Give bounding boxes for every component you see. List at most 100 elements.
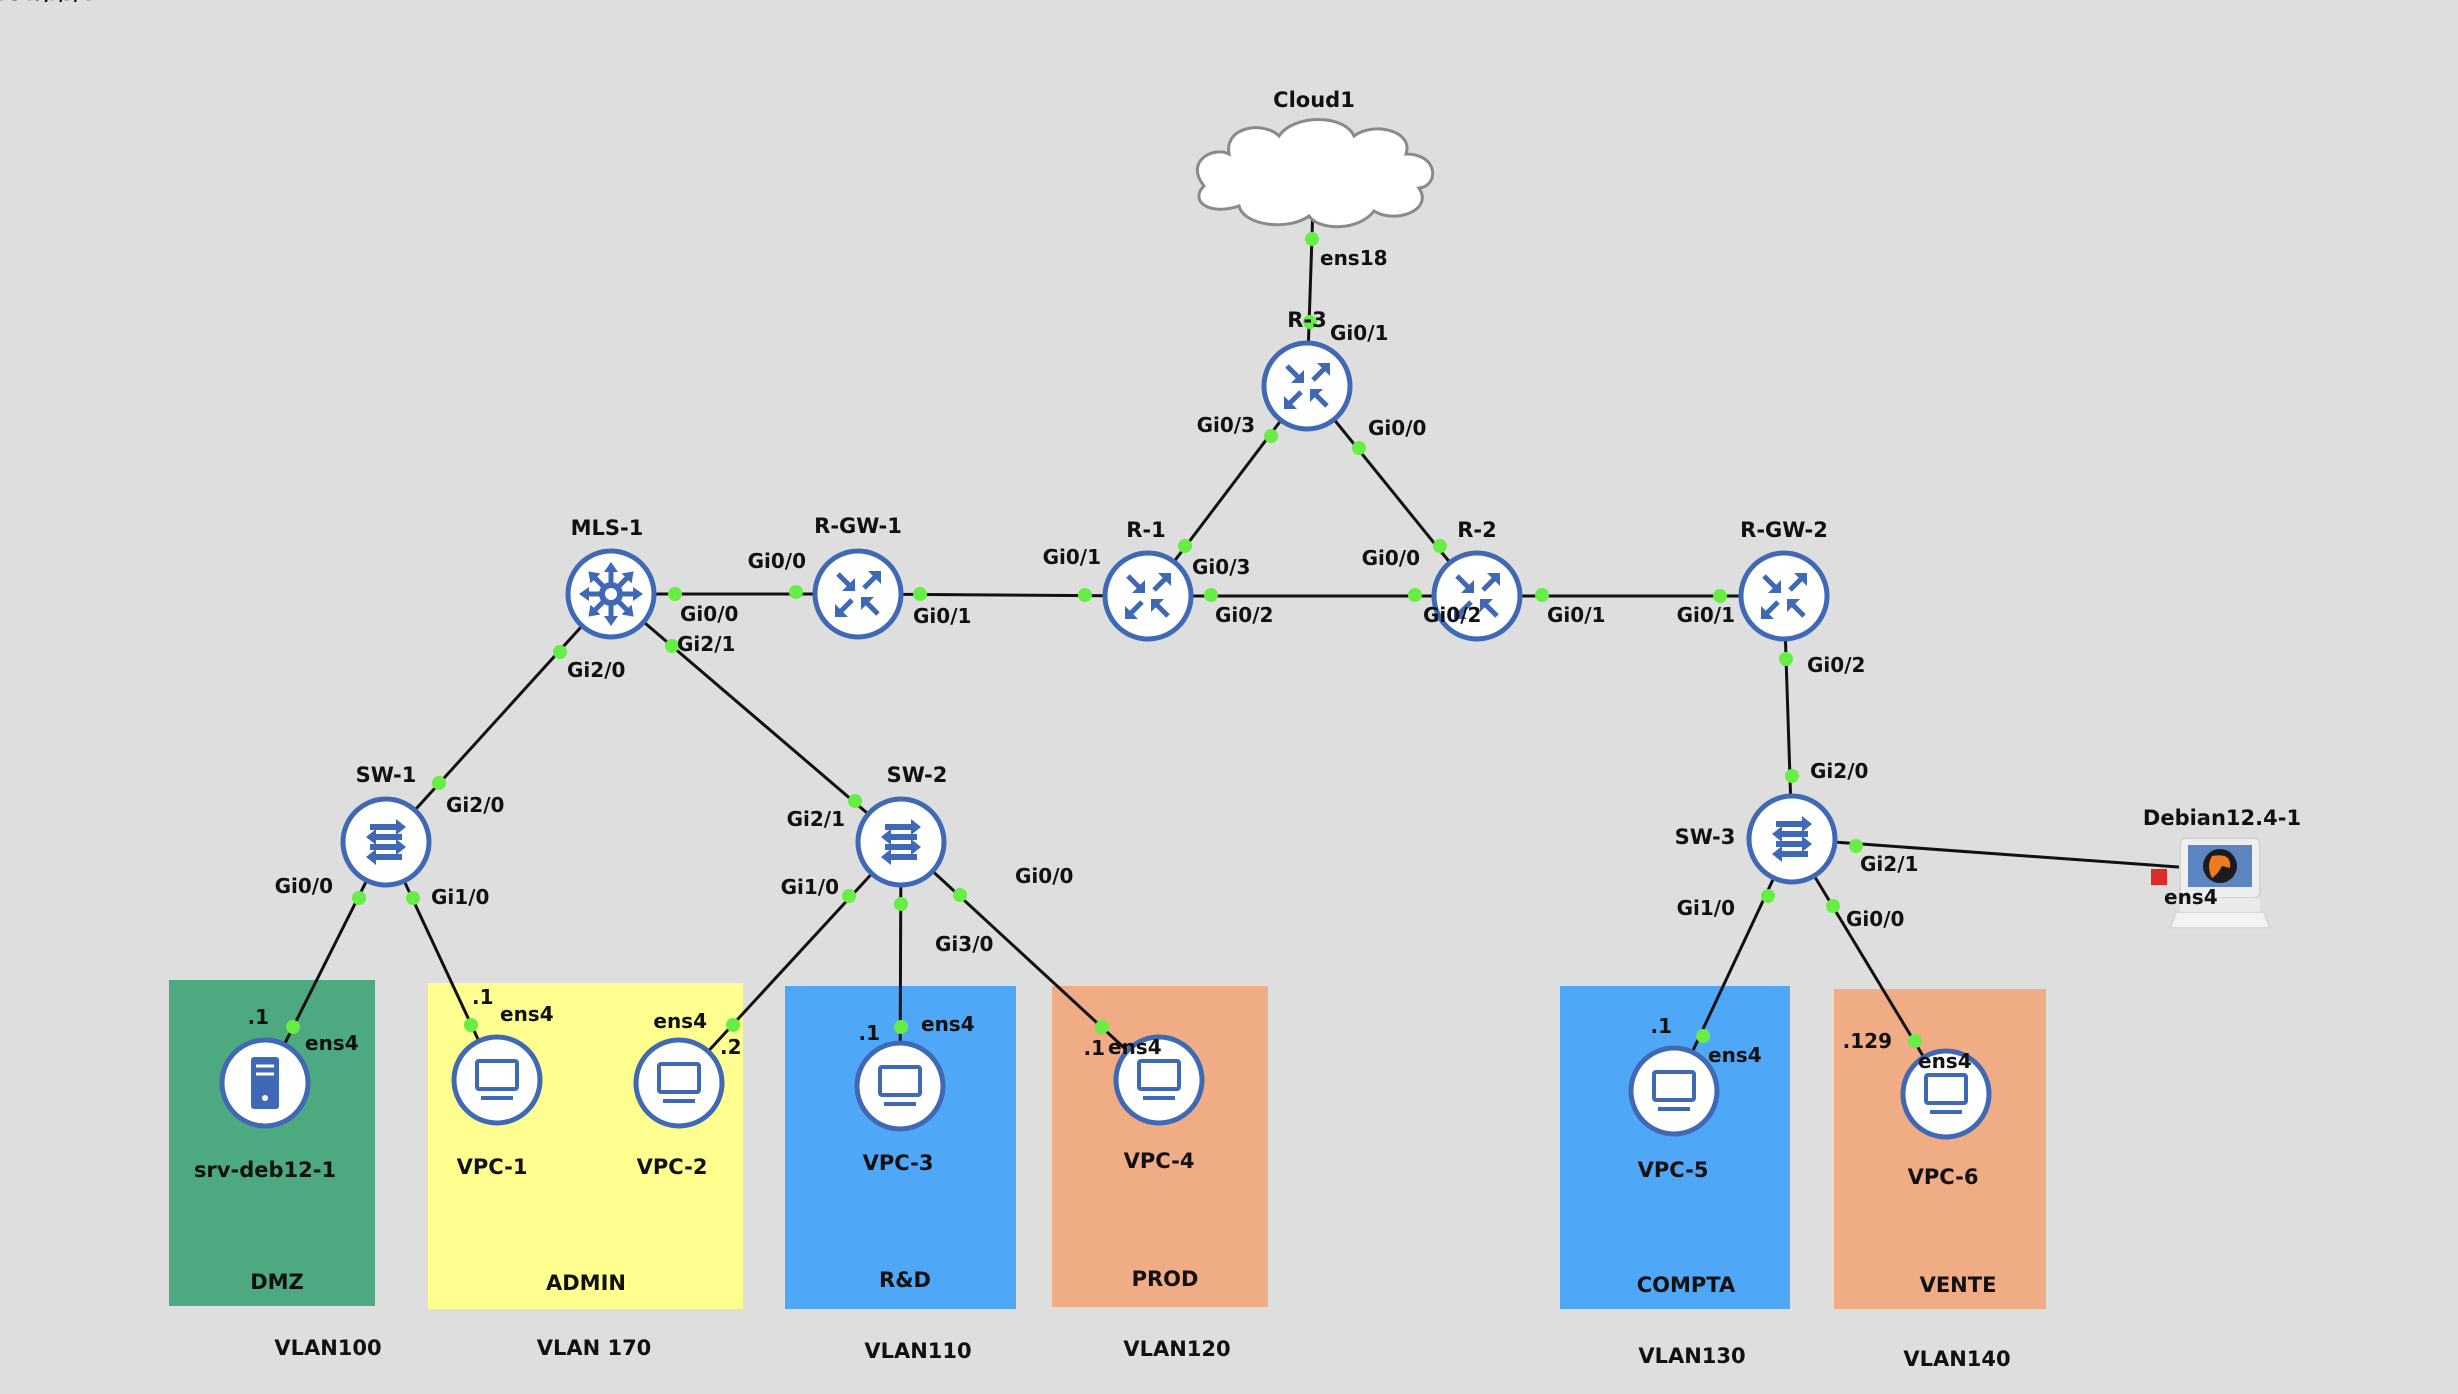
node-srv[interactable] xyxy=(219,1037,311,1129)
port-status-up xyxy=(1095,1020,1109,1034)
zone-subnet: 172.16.2.0/24 xyxy=(0,0,82,5)
port-status-up xyxy=(1713,589,1727,603)
node-vpc2[interactable] xyxy=(633,1037,725,1129)
links-layer xyxy=(263,175,2221,1095)
port-status-up xyxy=(553,645,567,659)
link-line[interactable] xyxy=(857,592,1149,598)
port-status-up xyxy=(668,587,682,601)
router-icon[interactable] xyxy=(1102,550,1194,642)
zone-name: VENTE xyxy=(1920,1273,1997,1297)
node-label: VPC-4 xyxy=(1124,1149,1195,1173)
node-sw2[interactable] xyxy=(855,796,947,888)
zone-name: PROD xyxy=(1132,1267,1199,1291)
node-vpc1[interactable] xyxy=(451,1034,543,1126)
zone-rect[interactable] xyxy=(1560,986,1790,1309)
pc-icon[interactable] xyxy=(1628,1045,1720,1137)
node-mls1[interactable] xyxy=(565,548,657,640)
server-icon[interactable] xyxy=(219,1037,311,1129)
router-icon[interactable] xyxy=(1431,550,1523,642)
switch-icon[interactable] xyxy=(1746,793,1838,885)
port-status-up xyxy=(894,1020,908,1034)
port-label: ens4 xyxy=(2164,885,2218,909)
link-sw3-vpc5[interactable] xyxy=(1672,838,1794,1092)
port-label: Gi0/0 xyxy=(1846,907,1904,931)
node-r2[interactable] xyxy=(1431,550,1523,642)
ip-suffix-label: .129 xyxy=(1843,1029,1892,1053)
zone-name: R&D xyxy=(879,1268,931,1292)
zone-vlan: VLAN140 xyxy=(1903,1347,2010,1371)
port-label: Gi0/1 xyxy=(1330,321,1388,345)
qemu-vm-icon[interactable] xyxy=(2168,837,2272,929)
multilayer-switch-icon[interactable] xyxy=(565,548,657,640)
node-vpc3[interactable] xyxy=(854,1040,946,1132)
link-line[interactable] xyxy=(1790,838,1948,1095)
node-r1[interactable] xyxy=(1102,550,1194,642)
router-icon[interactable] xyxy=(1738,550,1830,642)
link-line[interactable] xyxy=(899,840,1161,1082)
port-label: ens4 xyxy=(1918,1049,1972,1073)
node-rgw1[interactable] xyxy=(812,548,904,640)
link-mls1-sw1[interactable] xyxy=(384,592,613,844)
zone-rect[interactable] xyxy=(1834,989,2046,1309)
zone-vlan: VLAN120 xyxy=(1123,1337,1230,1361)
link-rgw1-r1[interactable] xyxy=(857,592,1149,598)
port-status-up xyxy=(1826,899,1840,913)
node-cloud1[interactable] xyxy=(1195,118,1435,229)
port-status-up xyxy=(894,897,908,911)
switch-icon[interactable] xyxy=(855,796,947,888)
ip-suffix-label: .2 xyxy=(720,1035,742,1059)
pc-icon[interactable] xyxy=(633,1037,725,1129)
port-label: Gi0/0 xyxy=(748,549,806,573)
ip-suffix-label: .1 xyxy=(1083,1036,1105,1060)
node-vpc6[interactable] xyxy=(1900,1048,1992,1140)
ip-suffix-label: .1 xyxy=(472,985,494,1009)
cloud-icon[interactable] xyxy=(1195,118,1435,229)
pc-icon[interactable] xyxy=(1113,1034,1205,1126)
link-line[interactable] xyxy=(677,840,903,1085)
zone-rect[interactable] xyxy=(169,980,375,1306)
link-line[interactable] xyxy=(384,592,613,844)
node-debian[interactable] xyxy=(2168,837,2272,929)
port-label: Gi2/0 xyxy=(1810,759,1868,783)
port-status-up xyxy=(726,1018,740,1032)
node-rgw2[interactable] xyxy=(1738,550,1830,642)
router-icon[interactable] xyxy=(812,548,904,640)
pc-icon[interactable] xyxy=(1900,1048,1992,1140)
switch-icon[interactable] xyxy=(340,796,432,888)
zone-rect[interactable] xyxy=(428,983,743,1309)
port-status-up xyxy=(1303,315,1317,329)
port-status-down xyxy=(2151,869,2167,885)
link-line[interactable] xyxy=(1791,837,2221,872)
port-label: Gi1/0 xyxy=(1677,896,1735,920)
router-icon[interactable] xyxy=(1261,340,1353,432)
port-label: Gi0/0 xyxy=(1362,546,1420,570)
port-status-up xyxy=(1408,588,1422,602)
port-label: ens4 xyxy=(653,1009,707,1033)
zone-name: DMZ xyxy=(250,1270,304,1294)
zone-subnet: 172.16.3.0/24 xyxy=(0,0,82,5)
link-sw3-debian[interactable] xyxy=(1791,837,2221,872)
node-vpc5[interactable] xyxy=(1628,1045,1720,1137)
node-r3[interactable] xyxy=(1261,340,1353,432)
link-sw2-vpc2[interactable] xyxy=(677,840,903,1085)
port-label: ens4 xyxy=(921,1012,975,1036)
link-sw2-vpc4[interactable] xyxy=(899,840,1161,1082)
port-label: ens4 xyxy=(500,1002,554,1026)
link-line[interactable] xyxy=(1672,838,1794,1092)
port-status-up xyxy=(352,891,366,905)
zone-name: ADMIN xyxy=(546,1271,626,1295)
port-status-up xyxy=(1908,1034,1922,1048)
node-vpc4[interactable] xyxy=(1113,1034,1205,1126)
node-sw1[interactable] xyxy=(340,796,432,888)
pc-icon[interactable] xyxy=(854,1040,946,1132)
link-sw3-vpc6[interactable] xyxy=(1790,838,1948,1095)
node-label: R-GW-1 xyxy=(814,514,902,538)
zone-vente[interactable]: VENTE VLAN140 xyxy=(1834,989,2046,1371)
node-sw3[interactable] xyxy=(1746,793,1838,885)
pc-icon[interactable] xyxy=(451,1034,543,1126)
